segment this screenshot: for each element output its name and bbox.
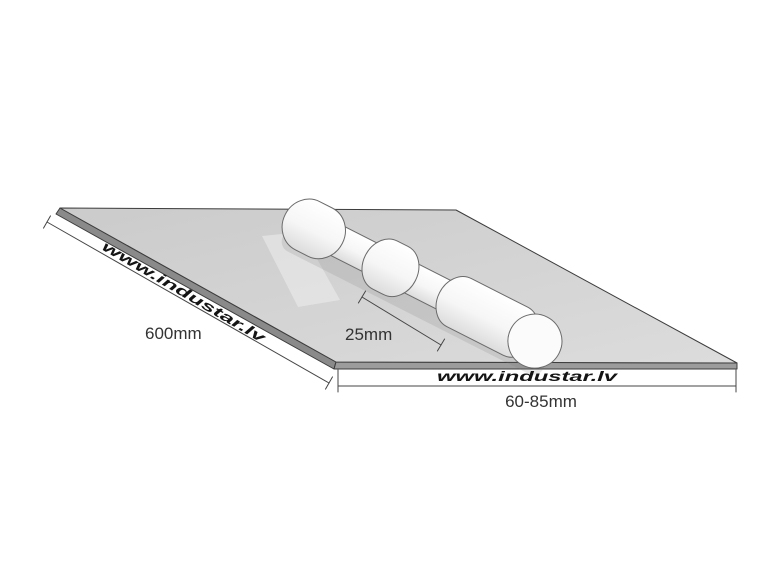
spacing-dimension-tick-start [357,290,367,304]
width-dimension-label: 60-85mm [505,392,577,411]
length-dimension-label: 600mm [145,324,202,343]
length-dimension: 600mm [43,215,333,390]
width-dimension: 60-85mm [337,369,737,411]
length-dimension-tick-start [43,215,51,229]
spacing-dimension: 25mm [345,290,446,352]
front-watermark: www.industar.lv [437,368,619,384]
length-dimension-tick-end [325,376,333,390]
hinge-knuckle-2 [361,238,420,298]
spacing-dimension-tick-end [436,338,446,352]
spacing-dimension-label: 25mm [345,325,392,344]
hinge-end-cap [507,313,563,369]
plate-highlight [262,232,340,307]
length-dimension-line [46,221,330,384]
hinge-knuckle-1 [281,198,346,260]
spacing-dimension-line [361,296,442,346]
hinge [281,198,563,375]
